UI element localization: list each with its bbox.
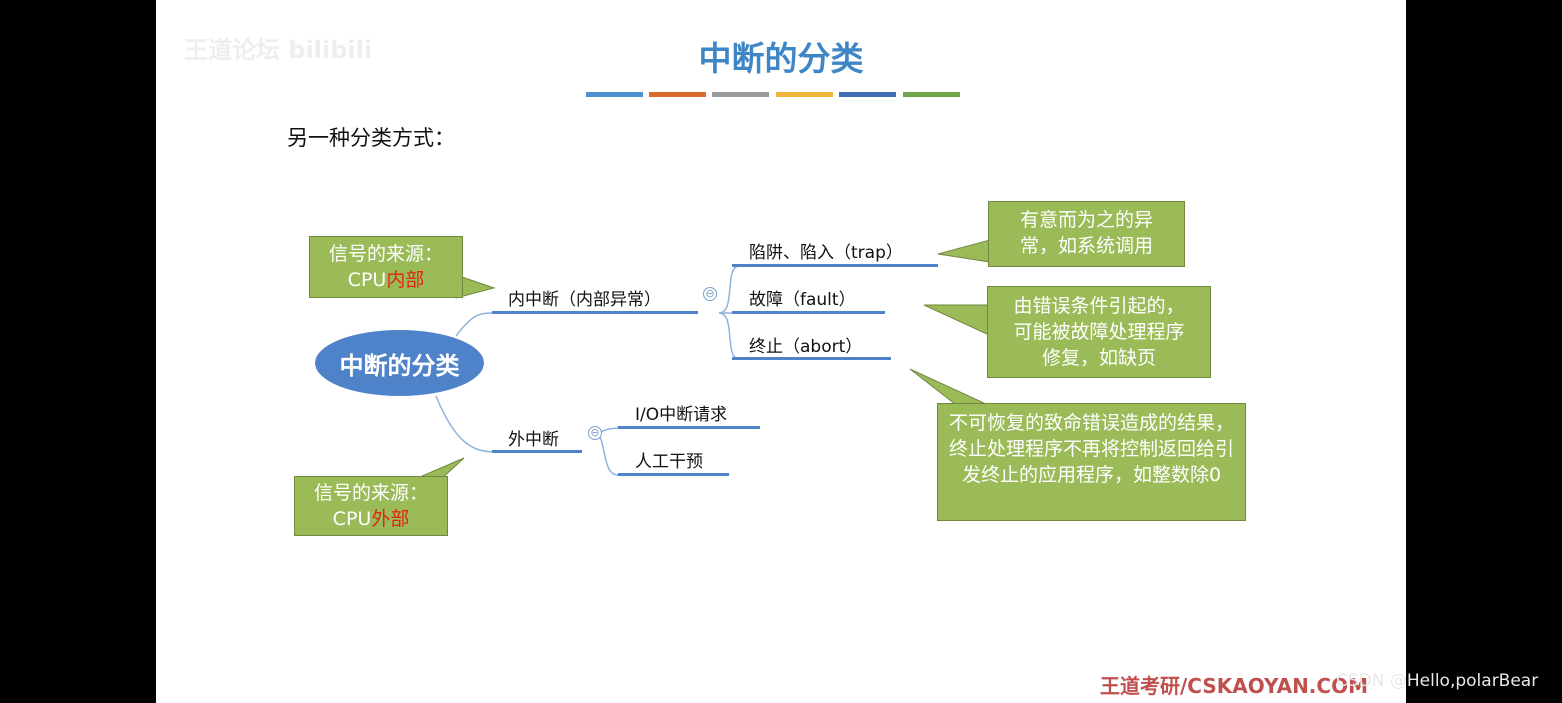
title-bar-2 (649, 92, 706, 97)
fault-underline (732, 311, 885, 314)
external-source-highlight: 外部 (371, 508, 410, 530)
trap-underline (732, 264, 938, 267)
internal-source-line1: 信号的来源： (328, 243, 443, 265)
internal-interrupt-underline (492, 311, 698, 314)
footer-brand: 王道考研/CSKAOYAN.COM (1100, 674, 1368, 698)
abort-callout: 不可恢复的致命错误造成的结果，终止处理程序不再将控制返回给引发终止的应用程序，如… (937, 403, 1246, 521)
fault-node: 故障（fault） (749, 290, 856, 310)
external-source-prefix: CPU (332, 508, 372, 530)
manual-intervention-underline (618, 473, 729, 476)
slide-title: 中断的分类 (698, 39, 864, 78)
title-bar-1 (586, 92, 643, 97)
manual-intervention-node: 人工干预 (635, 452, 703, 472)
slide: 王道论坛 bilibili 中断的分类 另一种分类方式： 中断的分类 内中断（内… (156, 0, 1406, 703)
subtitle: 另一种分类方式： (287, 126, 455, 150)
internal-interrupt-node: 内中断（内部异常） (508, 290, 661, 310)
mindmap-root: 中断的分类 (315, 330, 484, 396)
external-source-line1: 信号的来源： (313, 482, 428, 504)
external-interrupt-node: 外中断 (508, 430, 559, 450)
internal-collapse-icon[interactable]: ⊖ (703, 287, 717, 301)
title-bar-6 (903, 92, 960, 97)
trap-node: 陷阱、陷入（trap） (749, 243, 903, 263)
trap-callout: 有意而为之的异常，如系统调用 (988, 201, 1185, 267)
title-bar-4 (776, 92, 833, 97)
abort-node: 终止（abort） (749, 337, 863, 357)
io-request-node: I/O中断请求 (635, 405, 728, 425)
title-bar-5 (839, 92, 896, 97)
io-request-underline (618, 426, 760, 429)
title-bar-3 (712, 92, 769, 97)
internal-source-callout: 信号的来源： CPU内部 (309, 236, 463, 298)
fault-callout: 由错误条件引起的，可能被故障处理程序修复，如缺页 (987, 286, 1211, 378)
external-collapse-icon[interactable]: ⊖ (588, 426, 602, 440)
credit-watermark: CSDN @Hello,polarBear (1336, 671, 1539, 691)
watermark: 王道论坛 bilibili (184, 36, 373, 64)
abort-underline (732, 357, 891, 360)
internal-source-highlight: 内部 (386, 269, 425, 291)
external-interrupt-underline (492, 450, 582, 453)
internal-source-prefix: CPU (347, 269, 387, 291)
external-source-callout: 信号的来源： CPU外部 (294, 476, 448, 536)
